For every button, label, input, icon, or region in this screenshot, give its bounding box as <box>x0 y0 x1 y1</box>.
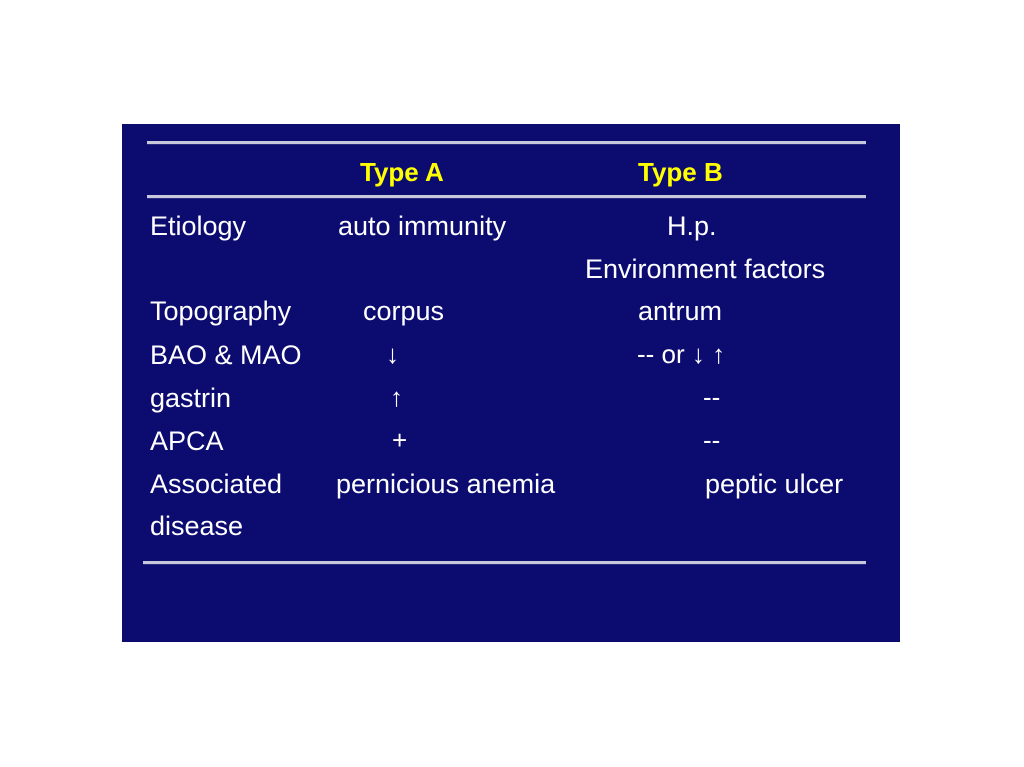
table-bottom-rule <box>143 561 866 564</box>
table-top-rule <box>147 141 866 144</box>
cell-associated-disease-type-b: peptic ulcer <box>705 469 844 499</box>
cell-apca-type-b: -- <box>703 425 721 455</box>
table-header-rule <box>147 195 866 198</box>
cell-associated-disease-type-a: pernicious anemia <box>336 469 556 499</box>
comparison-table-slide: Type A Type B Etiology auto immunity H.p… <box>122 124 900 642</box>
row-label-etiology: Etiology <box>150 211 247 241</box>
cell-gastrin-type-a: ↑ <box>390 382 403 412</box>
row-label-topography: Topography <box>150 296 292 326</box>
cell-topography-type-b: antrum <box>638 296 723 326</box>
row-label-gastrin: gastrin <box>150 383 232 413</box>
cell-topography-type-a: corpus <box>363 296 445 326</box>
column-header-type-a: Type A <box>360 157 444 187</box>
row-label-associated-disease: Associated <box>150 469 283 499</box>
column-header-type-b: Type B <box>638 157 723 187</box>
cell-etiology-type-b-line2: Environment factors <box>585 254 826 284</box>
row-label-apca: APCA <box>150 426 224 456</box>
cell-bao-mao-type-a: ↓ <box>386 339 399 369</box>
cell-gastrin-type-b: -- <box>703 382 721 412</box>
cell-etiology-type-b: H.p. <box>667 211 717 241</box>
cell-apca-type-a: + <box>392 425 408 455</box>
cell-etiology-type-a: auto immunity <box>338 211 507 241</box>
row-label-associated-disease-line2: disease <box>150 511 244 541</box>
cell-bao-mao-type-b: -- or ↓ ↑ <box>637 339 726 369</box>
row-label-bao-mao: BAO & MAO <box>150 340 302 370</box>
